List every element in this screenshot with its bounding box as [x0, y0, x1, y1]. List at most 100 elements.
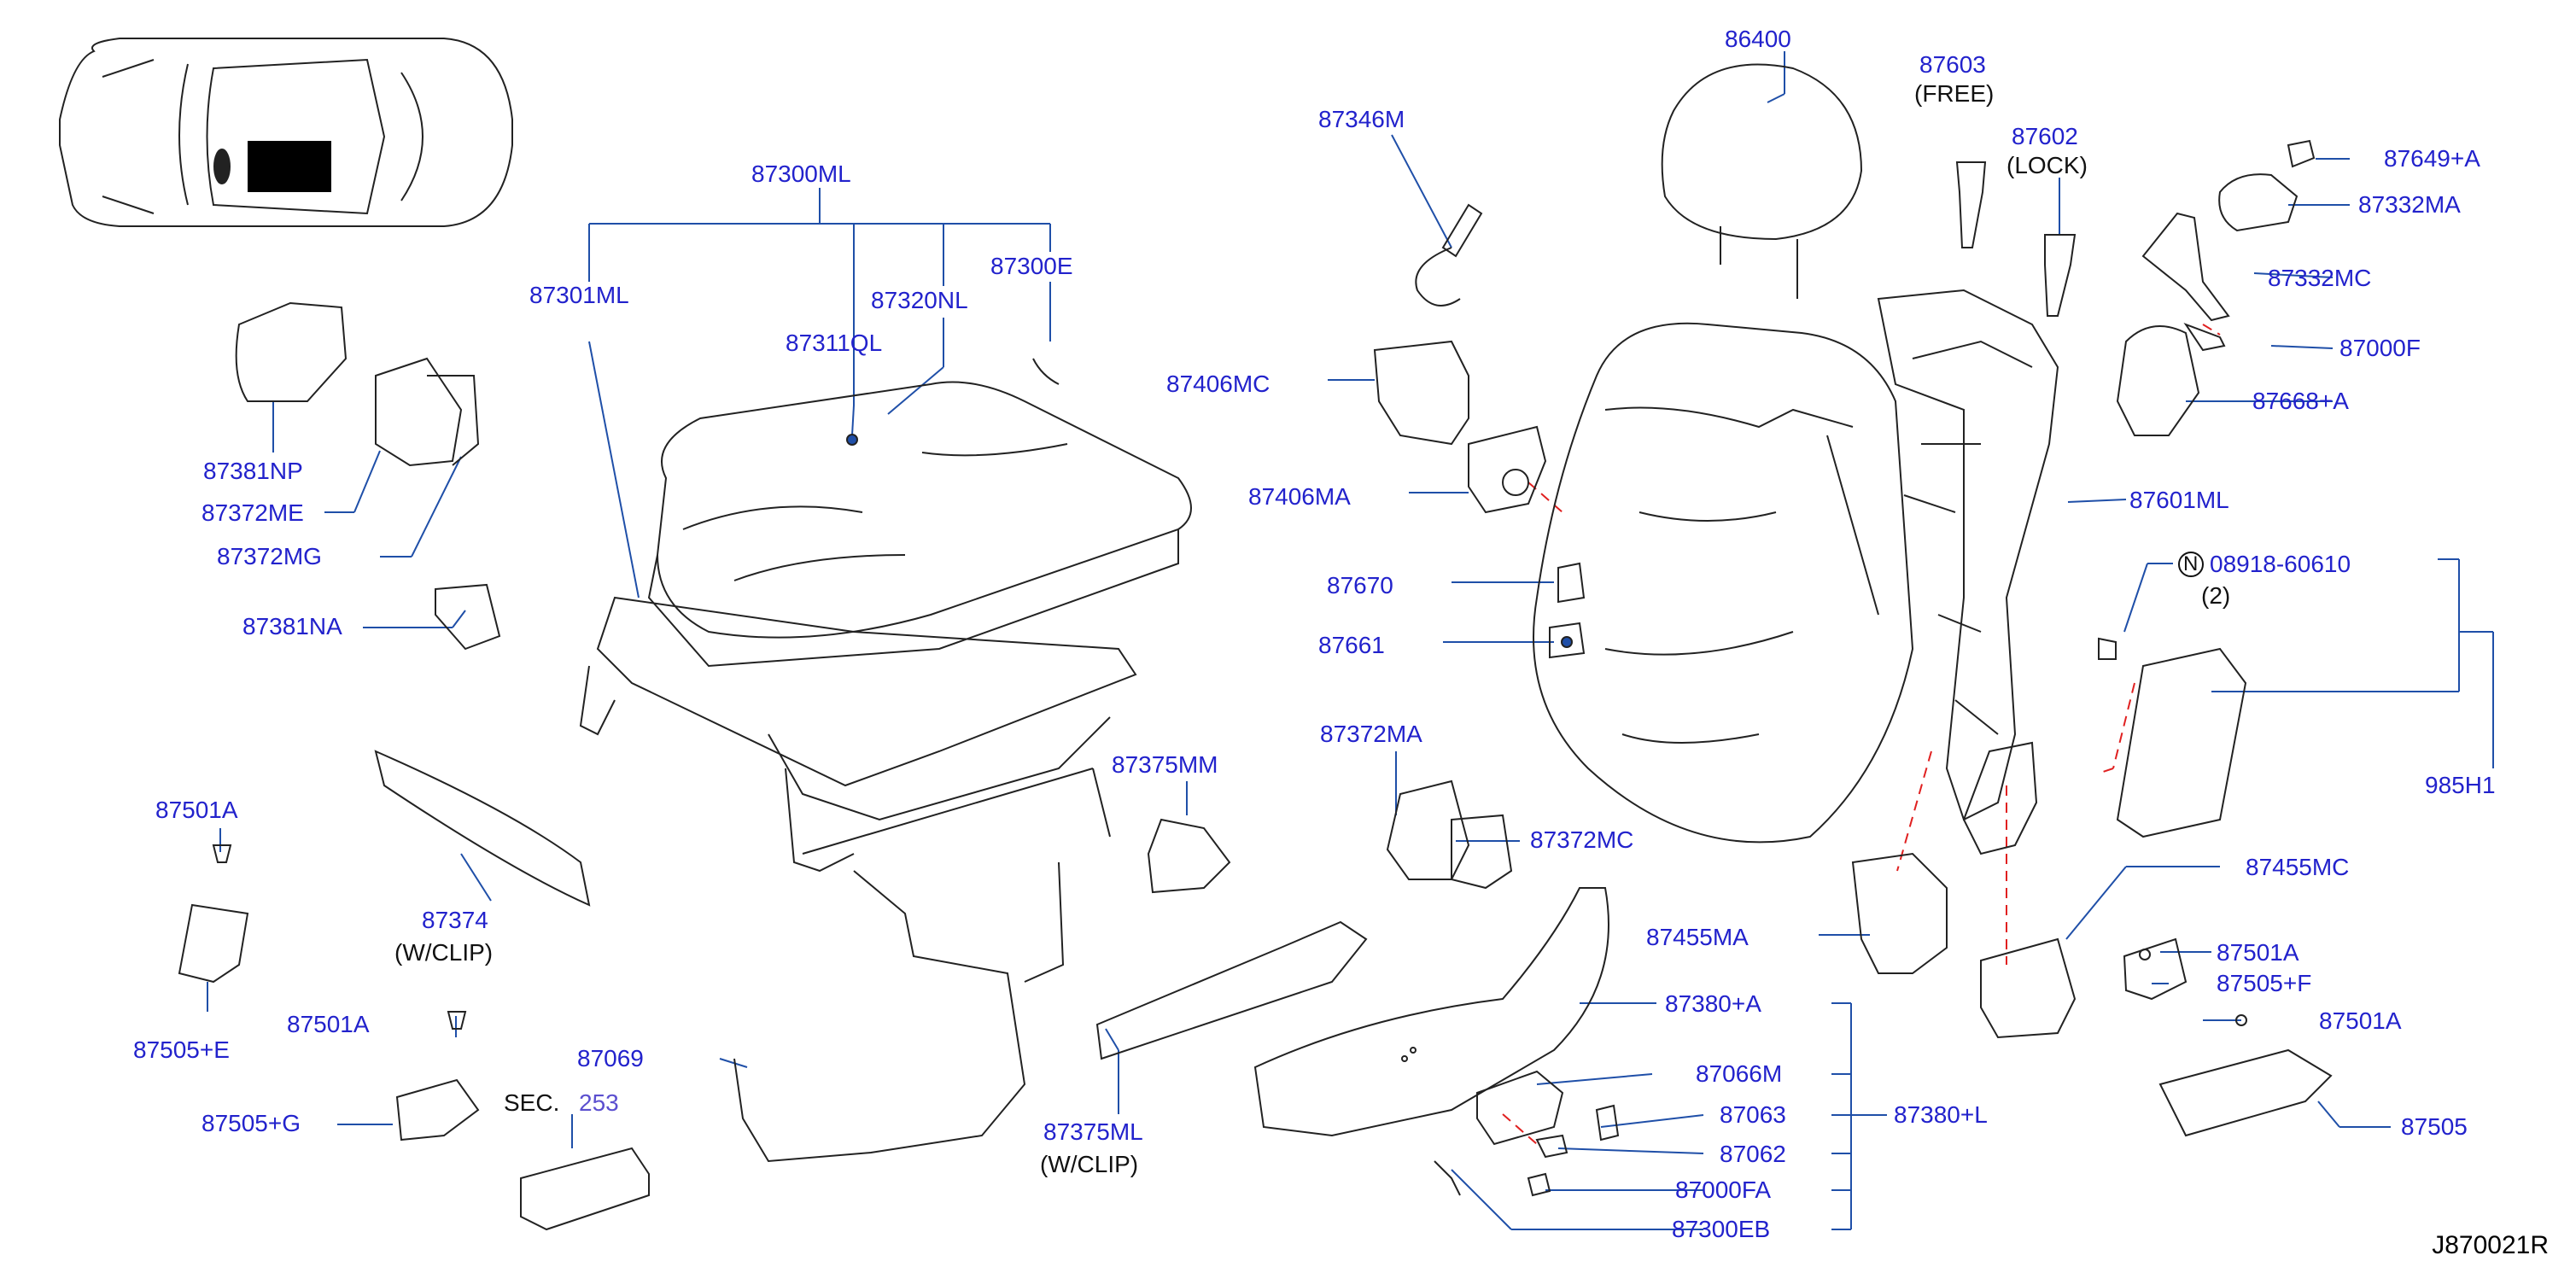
- callout-87670[interactable]: 87670: [1327, 572, 1393, 598]
- callout-985h1[interactable]: 985H1: [2425, 772, 2496, 798]
- cap-87649a: [2287, 139, 2316, 168]
- callout-87062[interactable]: 87062: [1720, 1141, 1786, 1167]
- cover-87372me: [375, 357, 463, 467]
- callout-87372mg[interactable]: 87372MG: [217, 543, 322, 569]
- callout-87374[interactable]: 87374: [422, 907, 488, 933]
- diagram-code: J870021R: [2432, 1231, 2549, 1259]
- seat-cushion-part: [656, 381, 1192, 639]
- trim-87374: [374, 750, 591, 907]
- strap-87300eb: [1434, 1160, 1461, 1196]
- callout-87602[interactable]: 87602: [2012, 123, 2078, 149]
- cover-87505: [2158, 1048, 2333, 1137]
- cover-87381na: [435, 583, 501, 651]
- callout-87668a[interactable]: 87668+A: [2252, 388, 2349, 414]
- callout-87332mc[interactable]: 87332MC: [2268, 265, 2372, 291]
- trim-87375ml: [1095, 920, 1368, 1060]
- n-marker-circle: [2178, 552, 2204, 577]
- recliner-part: [1962, 741, 2038, 855]
- screw-87000fa: [1527, 1172, 1551, 1197]
- seat-frame-part: [596, 596, 1137, 787]
- cover-87406ma: [1468, 425, 1547, 514]
- callout-86400[interactable]: 86400: [1725, 26, 1791, 52]
- callout-87346m[interactable]: 87346M: [1318, 106, 1405, 132]
- dashed-reference-lines: [1502, 324, 2221, 1145]
- clip-87505g: [395, 1078, 480, 1141]
- cover-87455ma: [1851, 852, 1948, 974]
- callout-87455ma[interactable]: 87455MA: [1646, 924, 1749, 950]
- label-87661: [1549, 622, 1586, 659]
- mechanism-87668a: [2116, 325, 2200, 436]
- callout-87380a[interactable]: 87380+A: [1665, 990, 1761, 1017]
- clip-87505e: [178, 903, 249, 984]
- note-free: (FREE): [1914, 80, 1995, 107]
- callout-87661[interactable]: 87661: [1318, 632, 1385, 658]
- callout-87381na[interactable]: 87381NA: [242, 613, 342, 639]
- callout-87332ma[interactable]: 87332MA: [2358, 191, 2461, 218]
- part-outlines: [178, 63, 2333, 1231]
- callout-87505g[interactable]: 87505+G: [202, 1110, 301, 1136]
- callout-87300e[interactable]: 87300E: [990, 253, 1073, 279]
- callout-87311ql[interactable]: 87311QL: [786, 330, 883, 356]
- leader-lines: [207, 51, 2494, 1230]
- bracket-87455mc: [1980, 937, 2077, 1039]
- seat-back-frame-part: [1877, 289, 2059, 821]
- callout-87372mc[interactable]: 87372MC: [1530, 826, 1634, 853]
- seat-back-part: [1533, 322, 1914, 844]
- callout-87603[interactable]: 87603: [1919, 51, 1986, 78]
- callout-87381np[interactable]: 87381NP: [203, 458, 303, 484]
- callout-87501a-1[interactable]: 87501A: [155, 797, 238, 823]
- cover-87372mg: [427, 375, 480, 466]
- callout-87320nl[interactable]: 87320NL: [871, 287, 968, 313]
- knob-87062: [1535, 1134, 1568, 1159]
- headrest-guide-free: [1955, 161, 1987, 248]
- callout-87300ml[interactable]: 87300ML: [751, 161, 851, 187]
- callout-87380l[interactable]: 87380+L: [1894, 1101, 1988, 1128]
- callout-87375ml[interactable]: 87375ML: [1043, 1118, 1143, 1145]
- car-locator-icon: [59, 38, 513, 227]
- callout-87000fa[interactable]: 87000FA: [1675, 1176, 1772, 1203]
- callout-87601ml[interactable]: 87601ML: [2129, 487, 2229, 513]
- seat-harness-part: [733, 870, 1026, 1163]
- headrest-part: [1661, 63, 1863, 241]
- clip-87505f: [2123, 937, 2188, 1001]
- bracket-87406mc: [1373, 340, 1469, 446]
- cover-87381np: [235, 301, 348, 402]
- callout-87372ma[interactable]: 87372MA: [1320, 721, 1422, 747]
- callout-87372me[interactable]: 87372ME: [202, 499, 304, 526]
- callout-87455mc[interactable]: 87455MC: [2246, 854, 2350, 880]
- callout-87301ml[interactable]: 87301ML: [529, 282, 629, 308]
- clip-87300e: [1032, 358, 1060, 385]
- callout-87505e[interactable]: 87505+E: [133, 1036, 230, 1063]
- callout-87063[interactable]: 87063: [1720, 1101, 1786, 1128]
- callout-87501a-3[interactable]: 87501A: [2217, 939, 2299, 966]
- callout-87069[interactable]: 87069: [577, 1045, 644, 1071]
- n-marker-letter: N: [2183, 552, 2199, 575]
- seat-location-marker: [248, 141, 331, 192]
- callout-87000f[interactable]: 87000F: [2339, 335, 2421, 361]
- nut-08918: [2098, 637, 2117, 660]
- cover-87372mc: [1451, 814, 1513, 890]
- side-trim-87380a: [1253, 887, 1609, 1137]
- lever-87332mc: [2141, 212, 2230, 322]
- note-qty-2: (2): [2201, 582, 2231, 609]
- side-airbag-part: [2116, 647, 2247, 838]
- callout-87501a-4[interactable]: 87501A: [2319, 1007, 2402, 1034]
- knob-87332ma: [2218, 173, 2299, 232]
- callout-87501a-2[interactable]: 87501A: [287, 1011, 370, 1037]
- callout-87649a[interactable]: 87649+A: [2384, 145, 2480, 172]
- bolt-87501a-1: [212, 844, 232, 863]
- control-module-part: [520, 1147, 650, 1231]
- callout-87300eb[interactable]: 87300EB: [1672, 1216, 1771, 1242]
- callout-87505[interactable]: 87505: [2401, 1113, 2468, 1140]
- sec-label: SEC.: [504, 1089, 560, 1116]
- callout-87066m[interactable]: 87066M: [1696, 1060, 1783, 1087]
- callout-87406ma[interactable]: 87406MA: [1248, 483, 1351, 510]
- callout-87375mm[interactable]: 87375MM: [1112, 751, 1218, 778]
- callout-08918-60610[interactable]: 08918-60610: [2210, 551, 2351, 577]
- sec-253-link[interactable]: 253: [579, 1089, 619, 1116]
- callout-87505f[interactable]: 87505+F: [2217, 970, 2312, 996]
- callout-87406mc[interactable]: 87406MC: [1166, 371, 1270, 397]
- switch-87066m: [1476, 1070, 1564, 1146]
